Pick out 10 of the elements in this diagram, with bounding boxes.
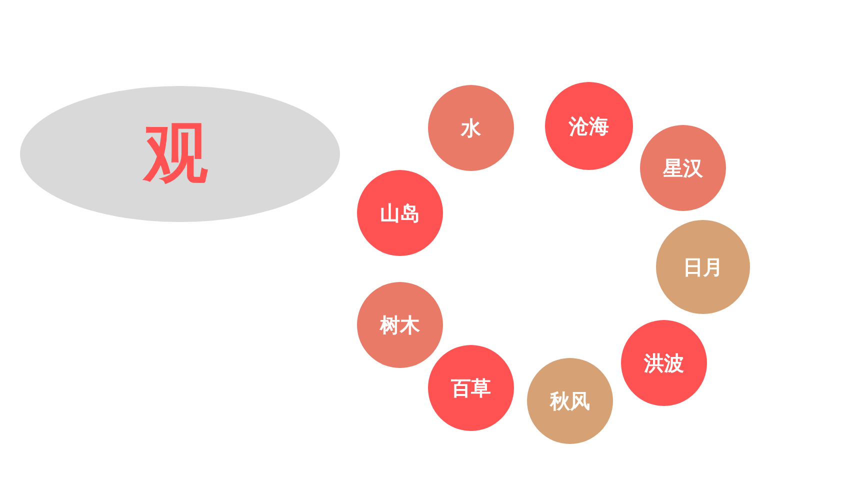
- word-label: 树木: [380, 315, 420, 335]
- word-label: 水: [461, 118, 481, 138]
- word-label: 秋风: [550, 391, 590, 411]
- word-label: 日月: [683, 257, 723, 277]
- word-label: 沧海: [569, 116, 609, 136]
- word-label: 山岛: [380, 203, 420, 223]
- title-character: 观: [144, 122, 208, 186]
- word-label: 星汉: [663, 158, 703, 178]
- word-label: 百草: [451, 378, 491, 398]
- word-label: 洪波: [644, 353, 684, 373]
